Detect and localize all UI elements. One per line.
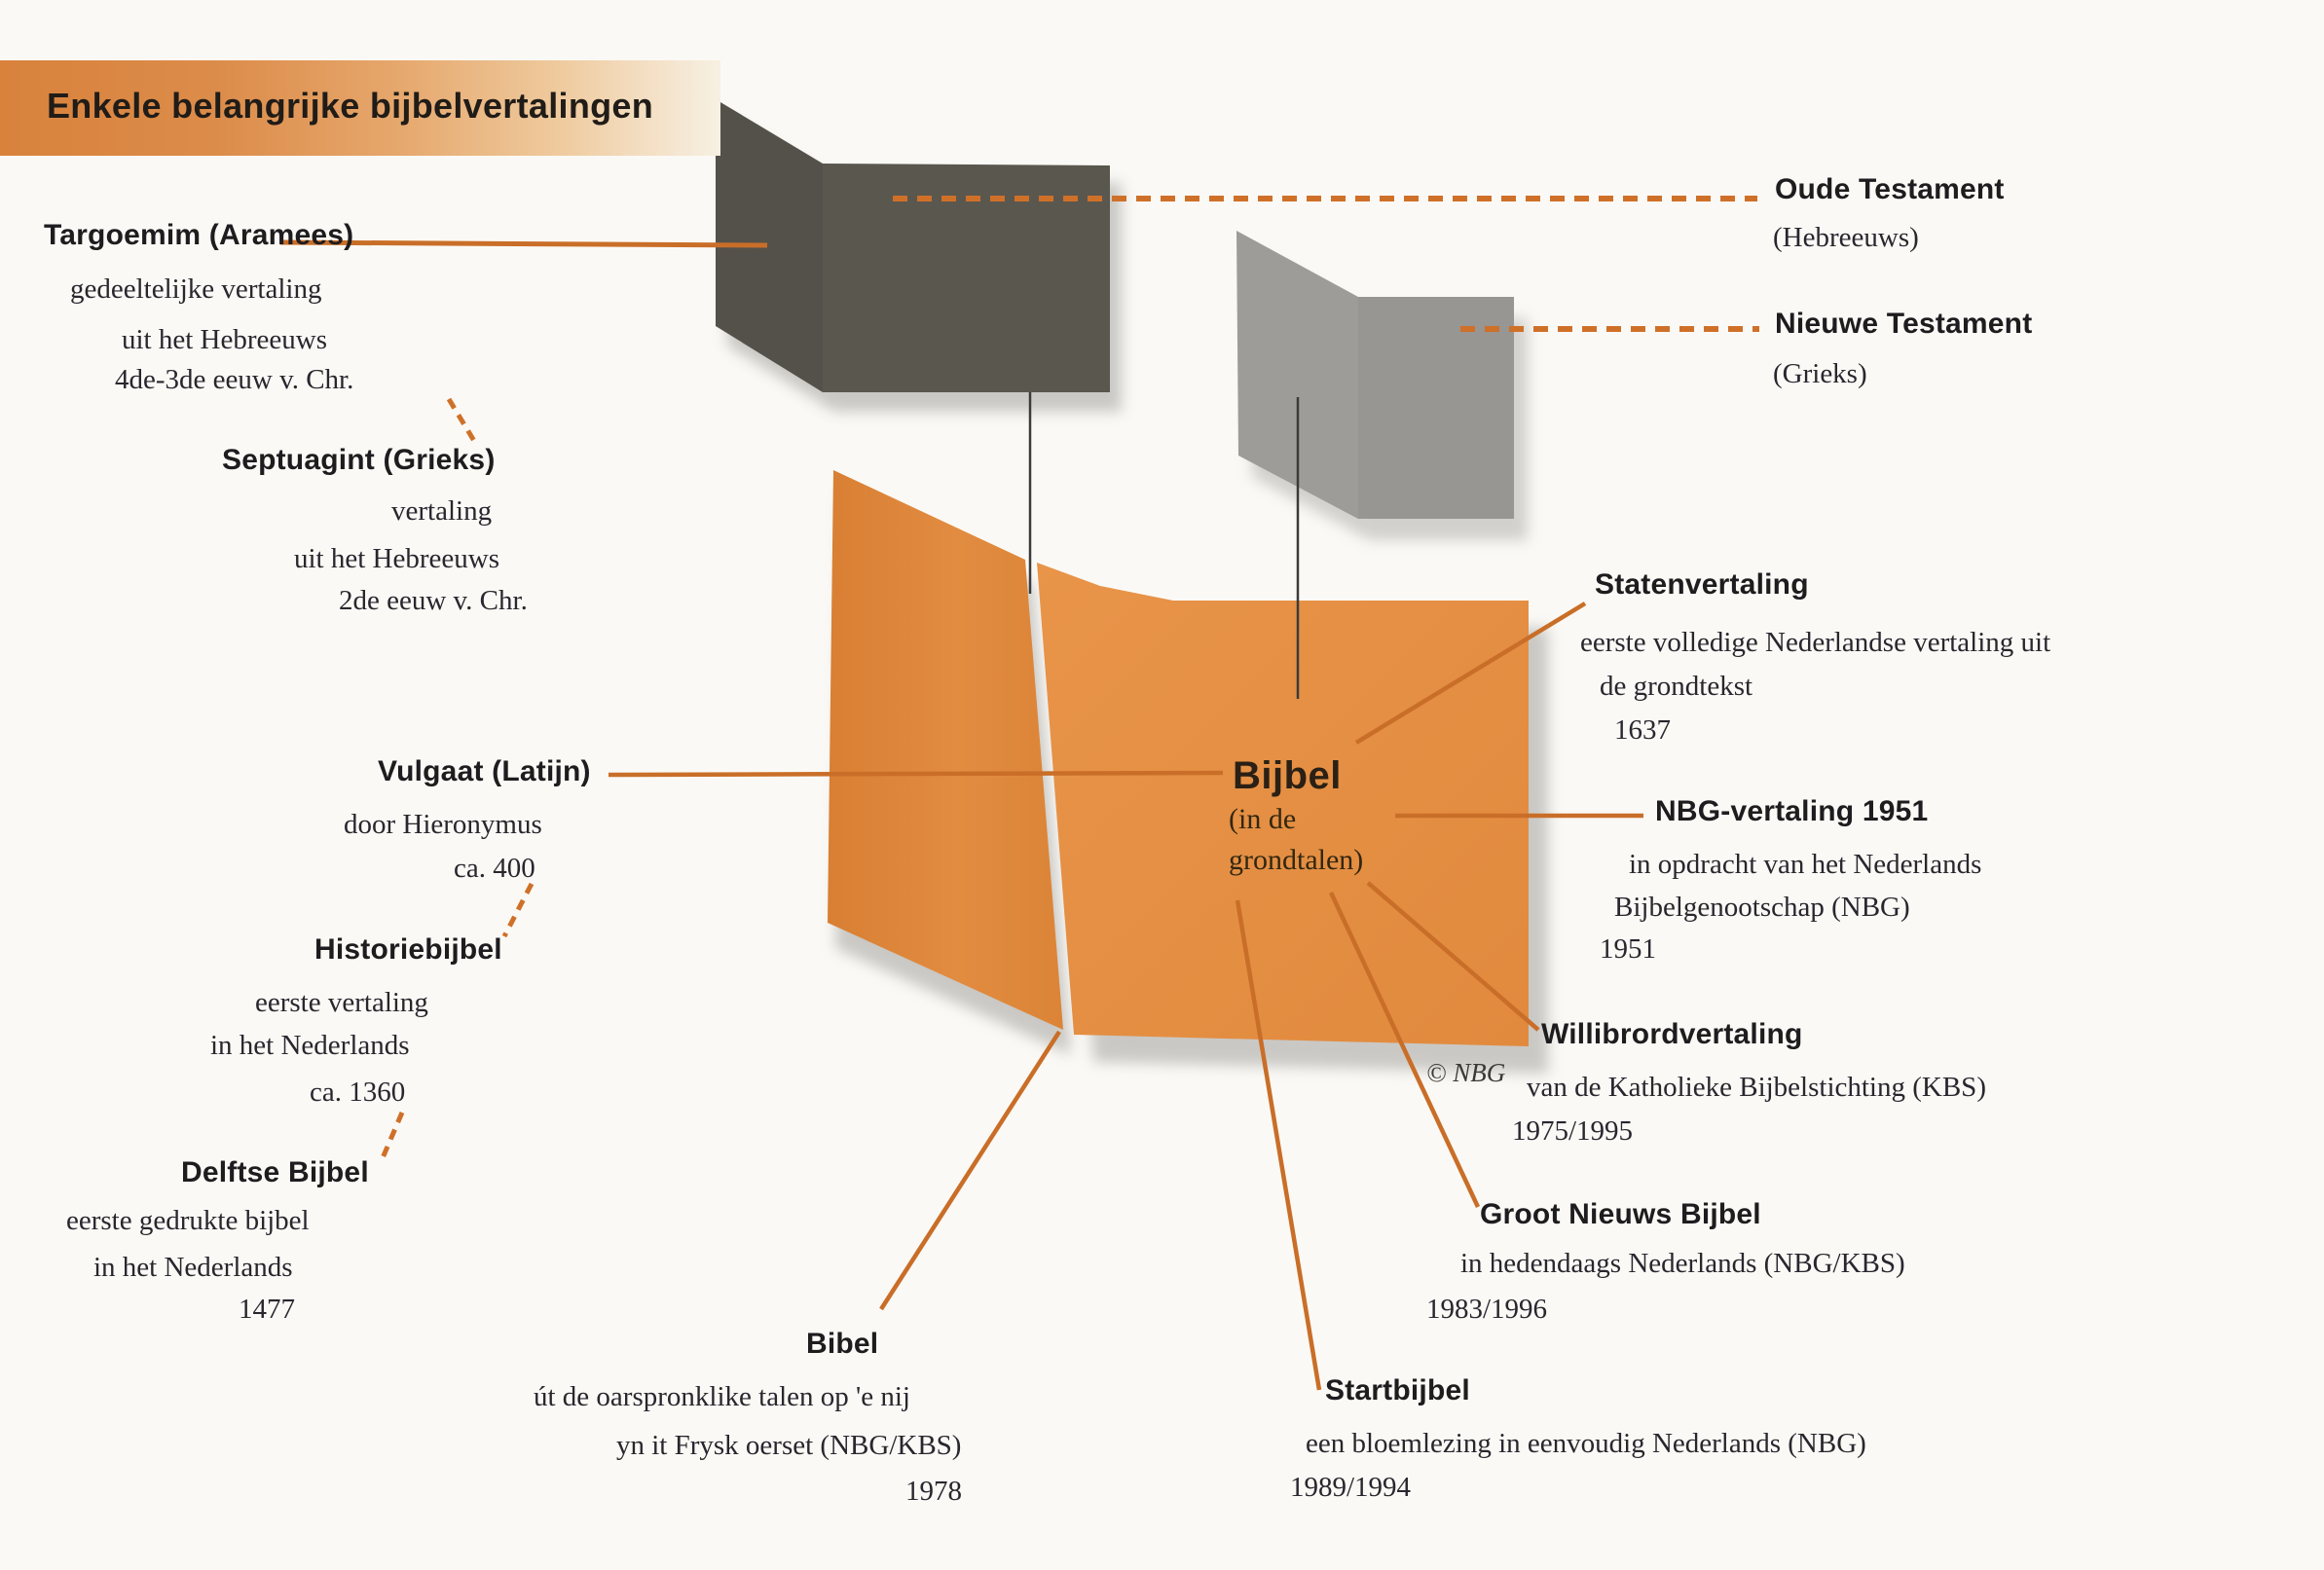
label-bibel-frysk-line: 1978 xyxy=(905,1476,962,1507)
label-bibel-frysk-line: út de oarspronklike talen op 'e nij xyxy=(534,1381,910,1412)
bible-book-left-page xyxy=(828,470,1063,1030)
label-bibel-frysk-line: yn it Frysk oerset (NBG/KBS) xyxy=(616,1430,962,1461)
label-bibel-frysk-heading: Bibel xyxy=(806,1328,879,1360)
label-oude-testament: Oude Testament xyxy=(1775,173,2005,205)
bible-book-right-page xyxy=(1037,563,1529,1046)
label-delftse-bijbel-line: eerste gedrukte bijbel xyxy=(66,1205,310,1236)
label-statenvertaling-line: 1637 xyxy=(1614,714,1671,746)
label-willibrordvertaling-line: 1975/1995 xyxy=(1512,1115,1634,1147)
old-testament-book-right-page xyxy=(823,164,1110,392)
label-nieuwe-testament: Nieuwe Testament xyxy=(1775,308,2033,340)
bible-title: Bijbel xyxy=(1233,754,1342,797)
label-groot-nieuws-bijbel-line: 1983/1996 xyxy=(1426,1294,1548,1325)
label-historiebijbel-line: eerste vertaling xyxy=(255,987,428,1018)
bible-subtitle-line: grondtalen) xyxy=(1229,844,1364,876)
old-testament-book-left-page xyxy=(716,99,823,392)
nbg-credit: © NBG xyxy=(1426,1058,1506,1087)
label-nieuwe-testament-language: (Grieks) xyxy=(1773,358,1867,389)
label-nbg-vertaling-line: 1951 xyxy=(1600,933,1656,965)
label-septuagint-heading: Septuagint (Grieks) xyxy=(222,444,496,476)
connector-targoemim xyxy=(279,239,768,248)
label-groot-nieuws-bijbel-line: in hedendaags Nederlands (NBG/KBS) xyxy=(1460,1248,1905,1279)
label-delftse-bijbel-line: in het Nederlands xyxy=(93,1252,293,1283)
label-targoemim-line: 4de-3de eeuw v. Chr. xyxy=(115,364,354,395)
label-nbg-vertaling-heading: NBG-vertaling 1951 xyxy=(1655,795,1929,827)
new-testament-book-left-page xyxy=(1236,231,1358,519)
connector-willibrordvertaling xyxy=(1366,881,1540,1032)
label-willibrordvertaling-line: van de Katholieke Bijbelstichting (KBS) xyxy=(1527,1072,1986,1103)
label-historiebijbel-line: in het Nederlands xyxy=(210,1030,410,1061)
label-oude-testament-language: (Hebreeuws) xyxy=(1773,222,1919,253)
label-historiebijbel-heading: Historiebijbel xyxy=(314,933,502,966)
label-targoemim-heading: Targoemim (Aramees) xyxy=(44,219,354,251)
label-groot-nieuws-bijbel-heading: Groot Nieuws Bijbel xyxy=(1480,1198,1761,1230)
new-testament-book-right-page xyxy=(1358,297,1514,519)
connector-vulgaat xyxy=(608,770,1224,778)
label-vulgaat-line: ca. 400 xyxy=(454,853,535,884)
label-vulgaat-heading: Vulgaat (Latijn) xyxy=(378,755,591,787)
label-startbijbel-heading: Startbijbel xyxy=(1325,1374,1470,1406)
connector-statenvertaling xyxy=(1354,602,1587,745)
dashed-connector-delftse-bijbel xyxy=(379,1112,405,1161)
label-willibrordvertaling-heading: Willibrordvertaling xyxy=(1541,1018,1803,1050)
page-title: Enkele belangrijke bijbelvertalingen xyxy=(47,86,654,126)
connector-groot-nieuws-bijbel xyxy=(1328,892,1481,1208)
dashed-connector-historiebijbel xyxy=(501,882,535,938)
connector-startbijbel xyxy=(1235,899,1322,1391)
label-historiebijbel-line: ca. 1360 xyxy=(310,1077,406,1108)
label-targoemim-line: gedeeltelijke vertaling xyxy=(70,274,322,305)
label-startbijbel-line: 1989/1994 xyxy=(1290,1472,1412,1503)
label-delftse-bijbel-line: 1477 xyxy=(239,1294,295,1325)
label-statenvertaling-line: de grondtekst xyxy=(1600,671,1753,702)
bible-subtitle-line: (in de xyxy=(1229,803,1297,835)
label-delftse-bijbel-heading: Delftse Bijbel xyxy=(181,1156,369,1188)
label-vulgaat-line: door Hieronymus xyxy=(344,809,542,840)
label-nbg-vertaling-line: Bijbelgenootschap (NBG) xyxy=(1614,892,1910,923)
dashed-connector-septuagint xyxy=(446,397,477,443)
label-septuagint-line: 2de eeuw v. Chr. xyxy=(339,585,528,616)
label-statenvertaling-line: eerste volledige Nederlandse vertaling u… xyxy=(1580,627,2051,658)
label-septuagint-line: vertaling xyxy=(391,495,493,527)
label-targoemim-line: uit het Hebreeuws xyxy=(122,324,327,355)
label-startbijbel-line: een bloemlezing in eenvoudig Nederlands … xyxy=(1306,1428,1866,1459)
label-septuagint-line: uit het Hebreeuws xyxy=(294,543,499,574)
label-statenvertaling-heading: Statenvertaling xyxy=(1595,568,1809,601)
label-nbg-vertaling-line: in opdracht van het Nederlands xyxy=(1629,849,1982,880)
connector-bibel-frysk xyxy=(879,1030,1061,1311)
title-banner: Enkele belangrijke bijbelvertalingen xyxy=(0,60,720,156)
